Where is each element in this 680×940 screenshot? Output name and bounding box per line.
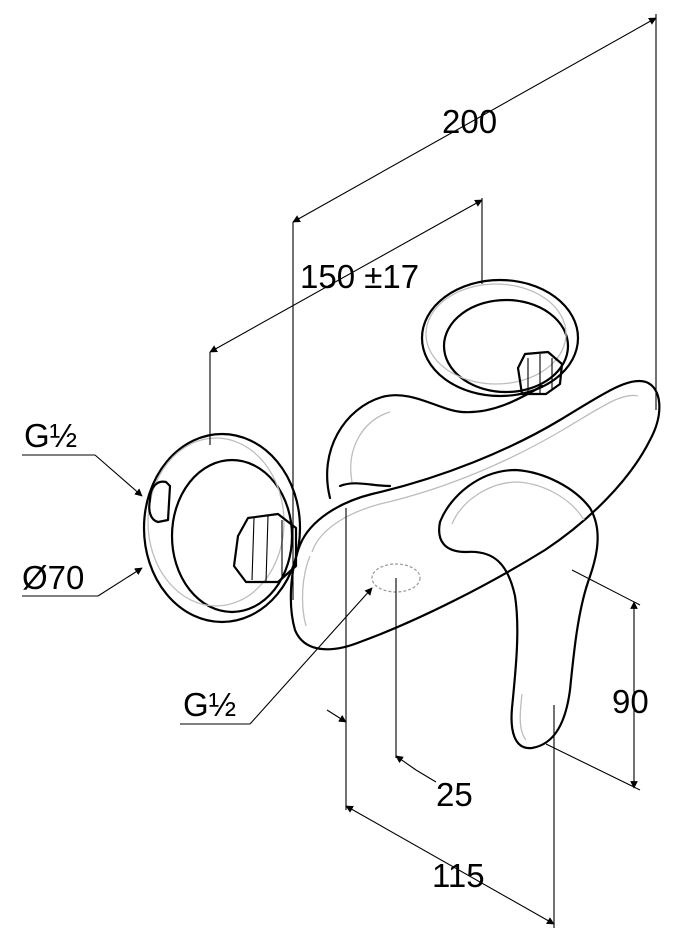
dim-label-150: 150 ±17: [300, 258, 419, 295]
diameter-leader: [97, 567, 143, 597]
outlet-leader: [249, 587, 373, 725]
dim-label-25: 25: [436, 776, 473, 813]
main-body: [289, 379, 661, 651]
left-nut: [232, 512, 298, 584]
dim-115-line: [345, 805, 555, 925]
dim-label-outlet-thread: G½: [183, 686, 236, 723]
dim-label-115: 115: [432, 857, 485, 894]
dim-label-200: 200: [442, 103, 497, 140]
left-inlet-stub: [148, 480, 172, 524]
dimension-labels: 200 150 ±17 G½ Ø70 G½ 25 90 115: [22, 103, 649, 894]
dim-label-90: 90: [612, 683, 649, 720]
right-escutcheon: [420, 278, 580, 398]
dim-150-line: [209, 199, 483, 353]
inlet-leader: [94, 454, 143, 497]
dim-label-diameter: Ø70: [22, 559, 84, 596]
mixer-body: [142, 278, 661, 750]
dimension-lines: [22, 14, 657, 928]
dim-200-line: [292, 17, 657, 223]
left-escutcheon: [142, 432, 302, 624]
body-dome: [326, 384, 544, 500]
dim-label-inlet-thread: G½: [24, 417, 77, 454]
lever-handle: [438, 468, 599, 750]
